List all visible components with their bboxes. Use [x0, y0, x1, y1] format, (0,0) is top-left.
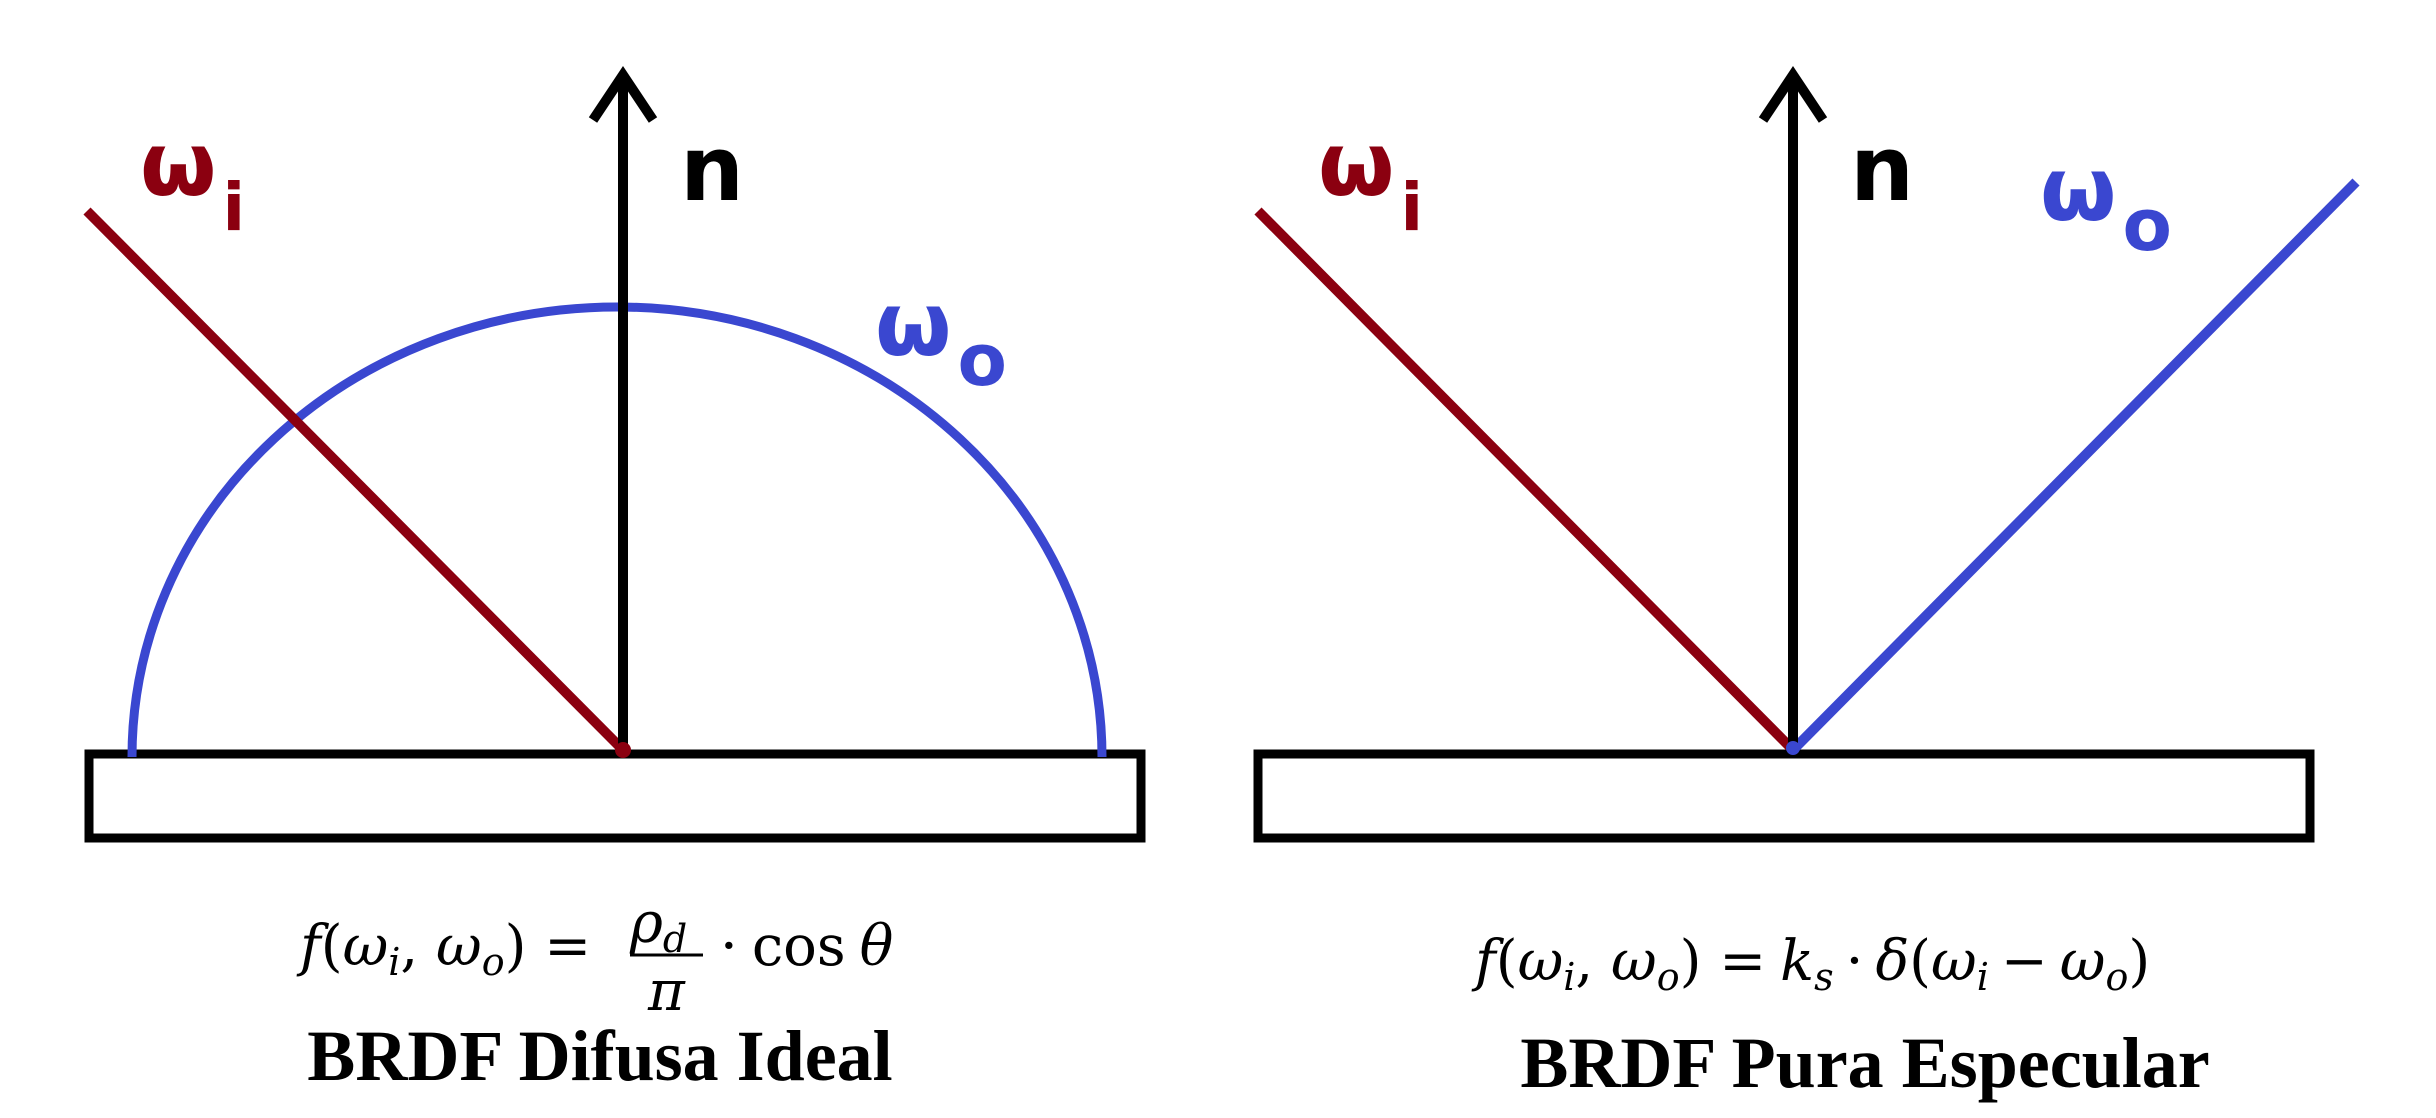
- specular-normal-arrowhead: [1758, 65, 1828, 123]
- svg-text:π: π: [647, 959, 686, 1024]
- diffuse-normal-arrowhead: [588, 65, 658, 123]
- diffuse-incident-ray: [83, 207, 627, 754]
- diffuse-title: BRDF Difusa Ideal: [307, 1016, 892, 1096]
- specular-title: BRDF Pura Especular: [1520, 1023, 2209, 1103]
- svg-text:f(ωi, ωo) =ks·δ(ωi−ωo): f(ωi, ωo) =ks·δ(ωi−ωo): [1471, 929, 2150, 999]
- specular-wo-label: ωo: [2040, 138, 2172, 267]
- diffuse-hemisphere: [127, 302, 1107, 758]
- diffuse-origin-point: [615, 742, 631, 758]
- specular-incident-ray: [1254, 207, 1797, 754]
- specular-n-label: n: [1850, 117, 1914, 222]
- specular-origin-point: [1786, 741, 1800, 755]
- specular-reflected-ray: [1789, 178, 2360, 754]
- specular-formula: f(ωi, ωo) =ks·δ(ωi−ωo): [1471, 929, 2150, 999]
- svg-text:f(ωi, ωo) =: f(ωi, ωo) =: [296, 914, 591, 984]
- diffuse-wo-label: ωo: [875, 273, 1007, 402]
- diffuse-wi-label: ωi: [140, 113, 245, 246]
- specular-surface: [1253, 749, 2315, 843]
- specular-wi-label: ωi: [1318, 113, 1423, 246]
- diffuse-n-label: n: [680, 117, 744, 222]
- specular-panel: ωi n ωo f(ωi, ωo) =ks·δ(ωi−ωo) BRDF Pura…: [1253, 65, 2360, 1103]
- diffuse-surface: [84, 749, 1146, 843]
- svg-text:ρd: ρd: [629, 891, 687, 961]
